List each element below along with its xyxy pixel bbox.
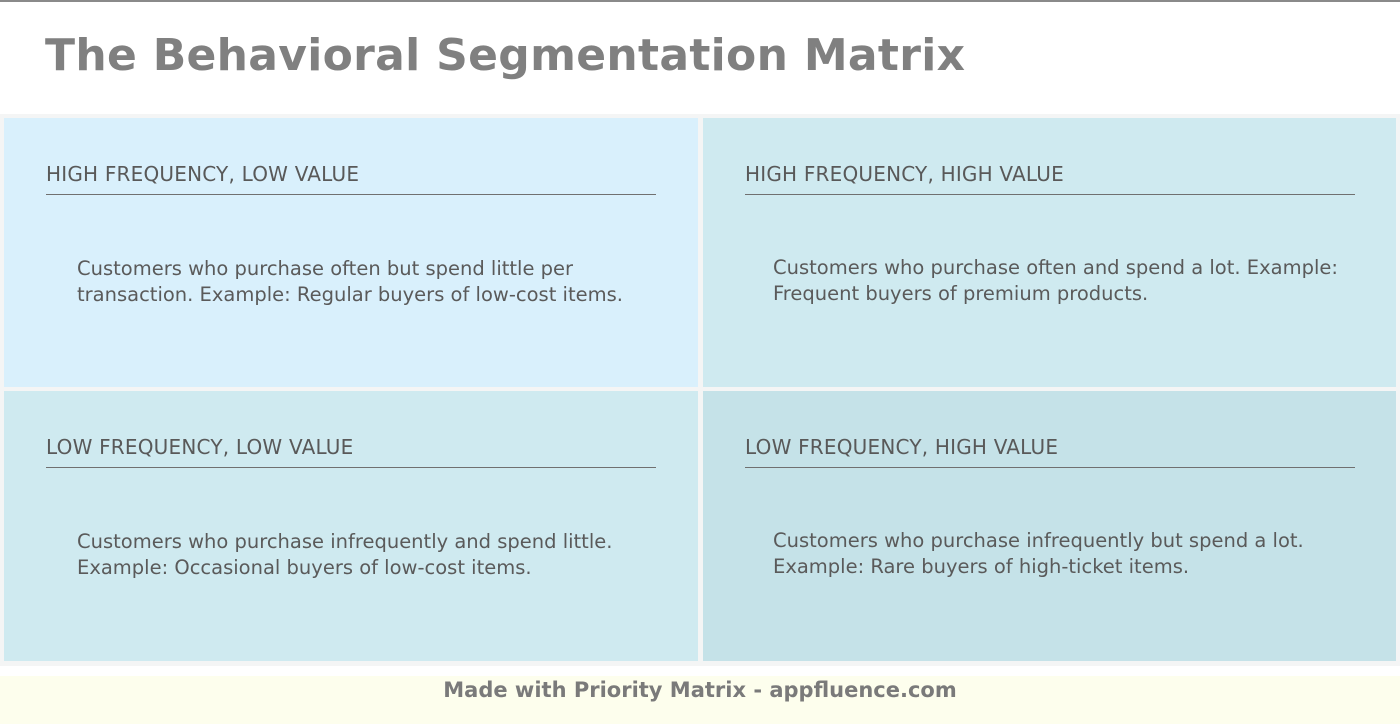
quadrant-low-frequency-low-value: LOW FREQUENCY, LOW VALUE Customers who p… bbox=[4, 391, 698, 661]
footer-credit: Made with Priority Matrix - appfluence.c… bbox=[443, 678, 957, 702]
quadrant-title: LOW FREQUENCY, HIGH VALUE bbox=[745, 435, 1355, 468]
quadrant-description: Customers who purchase often and spend a… bbox=[773, 256, 1338, 305]
quadrant-title: HIGH FREQUENCY, HIGH VALUE bbox=[745, 162, 1355, 195]
quadrant-high-frequency-low-value: HIGH FREQUENCY, LOW VALUE Customers who … bbox=[4, 118, 698, 387]
top-border bbox=[0, 0, 1400, 2]
quadrant-low-frequency-high-value: LOW FREQUENCY, HIGH VALUE Customers who … bbox=[703, 391, 1396, 661]
quadrant-description: Customers who purchase infrequently but … bbox=[773, 529, 1304, 578]
segmentation-matrix: HIGH FREQUENCY, LOW VALUE Customers who … bbox=[0, 114, 1400, 666]
quadrant-title: HIGH FREQUENCY, LOW VALUE bbox=[46, 162, 656, 195]
quadrant-high-frequency-high-value: HIGH FREQUENCY, HIGH VALUE Customers who… bbox=[703, 118, 1396, 387]
page-title: The Behavioral Segmentation Matrix bbox=[45, 30, 966, 81]
quadrant-description: Customers who purchase often but spend l… bbox=[77, 257, 623, 306]
quadrant-title: LOW FREQUENCY, LOW VALUE bbox=[46, 435, 656, 468]
quadrant-description: Customers who purchase infrequently and … bbox=[77, 530, 613, 579]
footer: Made with Priority Matrix - appfluence.c… bbox=[0, 676, 1400, 724]
